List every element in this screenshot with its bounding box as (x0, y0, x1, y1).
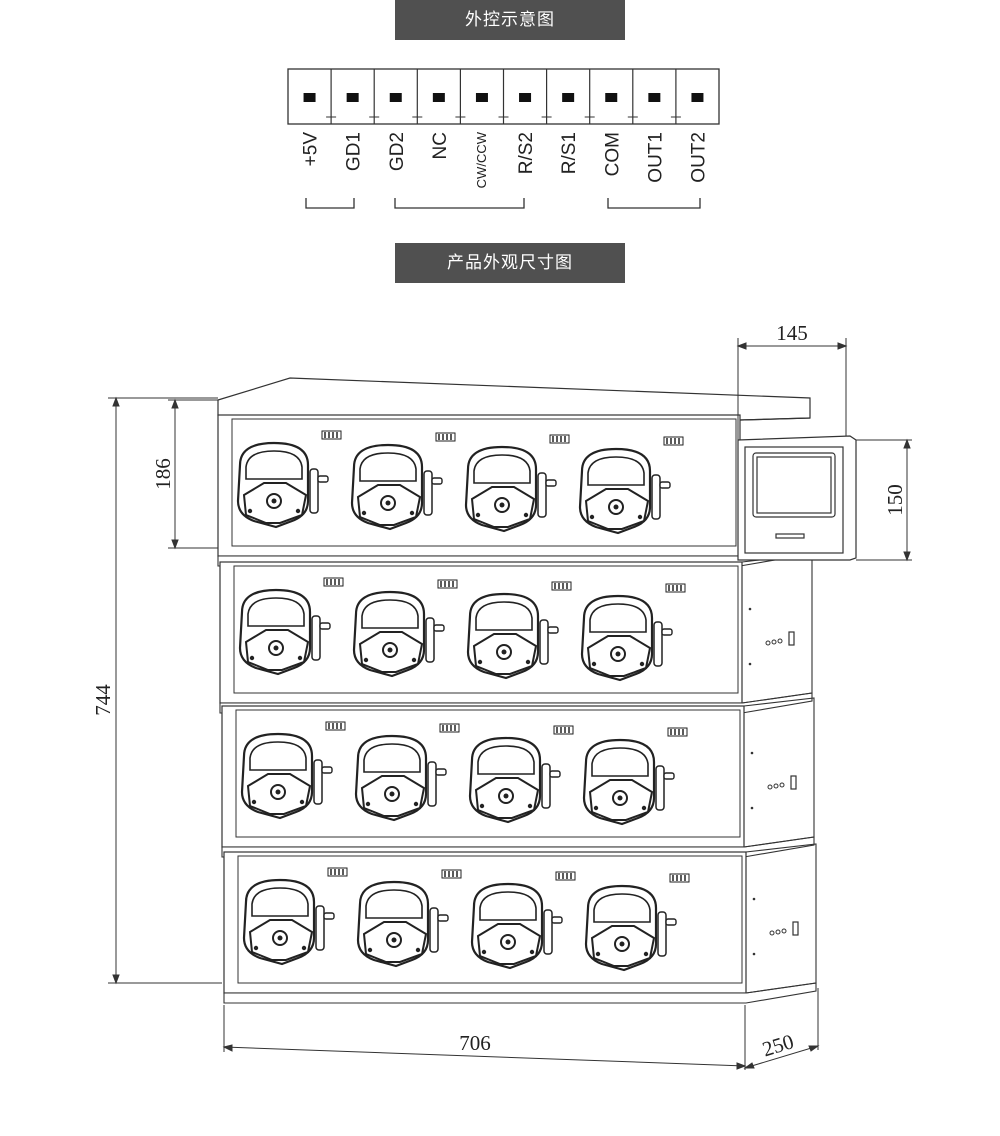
pump-head-icon (470, 871, 576, 970)
pump-indicator-icon (665, 583, 686, 593)
top-cover (217, 377, 811, 421)
terminal-label: GD1 (344, 132, 365, 171)
pump-head-icon (584, 873, 690, 972)
pump-head-icon (578, 436, 684, 535)
terminal-label: COM (602, 132, 623, 176)
pump-indicator-icon (327, 867, 348, 877)
pump-indicator-icon (323, 577, 344, 587)
terminal-pin (605, 93, 618, 102)
pump-tier (223, 843, 817, 1004)
control-bracket (394, 198, 525, 209)
terminal-block-diagram: +5V GD1 GD2 NC CW/CCW R/S2 R/S1 COM OUT1 OUT2 (287, 68, 720, 209)
pump-head-icon (240, 721, 346, 820)
terminal-label: NC (430, 132, 451, 159)
terminal-pin (346, 93, 359, 102)
terminal-label: R/S1 (559, 132, 580, 174)
control-panel (737, 435, 857, 561)
dimension-drawing-title: 产品外观尺寸图 (395, 243, 625, 283)
pump-indicator-icon (435, 432, 456, 442)
tier-side (741, 553, 813, 704)
terminal-pin (691, 93, 704, 102)
dim-panel-width: 145 (776, 321, 808, 345)
terminal-label: R/S2 (516, 132, 537, 174)
pump-head-icon (354, 723, 460, 822)
pump-tier (221, 697, 815, 858)
dim-tier-height: 186 (151, 458, 175, 490)
terminal-pin (389, 93, 402, 102)
pump-indicator-icon (667, 727, 688, 737)
terminal-pin (519, 93, 532, 102)
terminal-label: OUT1 (645, 132, 666, 183)
side-port (788, 631, 795, 646)
terminal-pin (303, 93, 316, 102)
pump-tier (217, 414, 811, 567)
pump-head-icon (580, 583, 686, 682)
pump-head-icon (582, 727, 688, 826)
pump-indicator-icon (553, 725, 574, 735)
pump-head-icon (242, 867, 348, 966)
power-bracket (305, 198, 355, 209)
terminal-label: GD2 (387, 132, 408, 171)
pump-head-icon (238, 577, 344, 676)
dim-total-height: 744 (91, 684, 115, 716)
side-port (792, 921, 799, 936)
tier-side (745, 843, 817, 994)
pump-tier (219, 553, 813, 714)
pump-head-icon (236, 430, 342, 529)
pump-head-icon (352, 579, 458, 678)
external-control-title: 外控示意图 (395, 0, 625, 40)
terminal-pin (562, 93, 575, 102)
terminal-pin (648, 93, 661, 102)
terminal-pin (475, 93, 488, 102)
pump-head-icon (464, 434, 570, 533)
pump-indicator-icon (441, 869, 462, 879)
terminal-label: +5V (301, 132, 322, 167)
pump-head-icon (466, 581, 572, 680)
pump-indicator-icon (439, 723, 460, 733)
pump-indicator-icon (663, 436, 684, 446)
top-cover-edge (739, 417, 811, 421)
pump-indicator-icon (437, 579, 458, 589)
terminal-pin (432, 93, 445, 102)
tier-side (743, 697, 815, 848)
dim-panel-height: 150 (883, 484, 907, 516)
pump-indicator-icon (669, 873, 690, 883)
pump-indicator-icon (549, 434, 570, 444)
pump-indicator-icon (551, 581, 572, 591)
dim-depth: 250 (759, 1029, 796, 1061)
pump-head-icon (350, 432, 456, 531)
terminal-label: OUT2 (688, 132, 709, 183)
dim-total-width: 706 (459, 1031, 491, 1055)
output-bracket (607, 198, 701, 209)
pump-head-icon (468, 725, 574, 824)
pump-indicator-icon (555, 871, 576, 881)
pump-indicator-icon (325, 721, 346, 731)
side-port (790, 775, 797, 790)
pump-head-icon (356, 869, 462, 968)
pump-indicator-icon (321, 430, 342, 440)
terminal-label: CW/CCW (474, 131, 489, 188)
panel-button (775, 533, 805, 539)
